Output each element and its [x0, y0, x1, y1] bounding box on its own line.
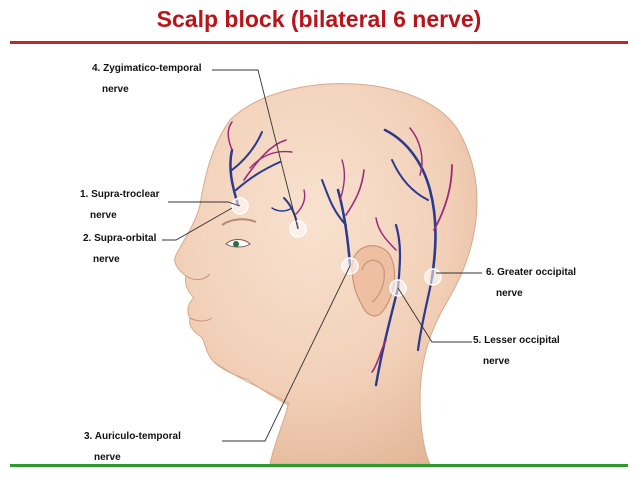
label-auriculo-temporal: 3. Auriculo-temporal nerve [84, 431, 181, 464]
label-line2: nerve [496, 288, 523, 299]
label-line1: 4. Zygimatico-temporal [92, 63, 202, 74]
label-line2: nerve [483, 356, 510, 367]
label-line1: 1. Supra-troclear [80, 189, 160, 200]
site-greater-occipital [424, 268, 442, 286]
label-line2: nerve [90, 210, 117, 221]
label-greater-occipital: 6. Greater occipital nerve [486, 267, 576, 300]
label-line1: 3. Auriculo-temporal [84, 431, 181, 442]
bottom-rule [10, 464, 628, 467]
label-line1: 2. Supra-orbital [83, 233, 157, 244]
label-line2: nerve [102, 84, 129, 95]
title-underline [10, 41, 628, 44]
label-line2: nerve [93, 254, 120, 265]
ear-shape [351, 245, 396, 317]
label-line1: 5. Lesser occipital [473, 335, 560, 346]
label-line1: 6. Greater occipital [486, 267, 577, 278]
leader-supra-troclear [168, 201, 241, 207]
label-supra-orbital: 2. Supra-orbital nerve [83, 233, 156, 266]
label-zygomatico-temporal: 4. Zygimatico-temporal nerve [92, 63, 201, 96]
slide-title: Scalp block (bilateral 6 nerve) [156, 6, 482, 32]
leader-auriculo [222, 265, 351, 442]
eyebrow [221, 218, 257, 226]
label-lesser-occipital: 5. Lesser occipital nerve [473, 335, 560, 368]
leader-zygomatico [212, 69, 299, 230]
leader-lesser-occipital [397, 287, 472, 343]
leader-supra-orbital [162, 207, 233, 241]
leader-lines [162, 69, 482, 442]
label-supra-troclear: 1. Supra-troclear nerve [80, 189, 159, 222]
greater-occipital-nerve-branch [383, 127, 453, 352]
label-line2: nerve [94, 452, 121, 463]
lesser-occipital-nerve-branch [371, 217, 402, 387]
injection-sites [231, 197, 442, 297]
